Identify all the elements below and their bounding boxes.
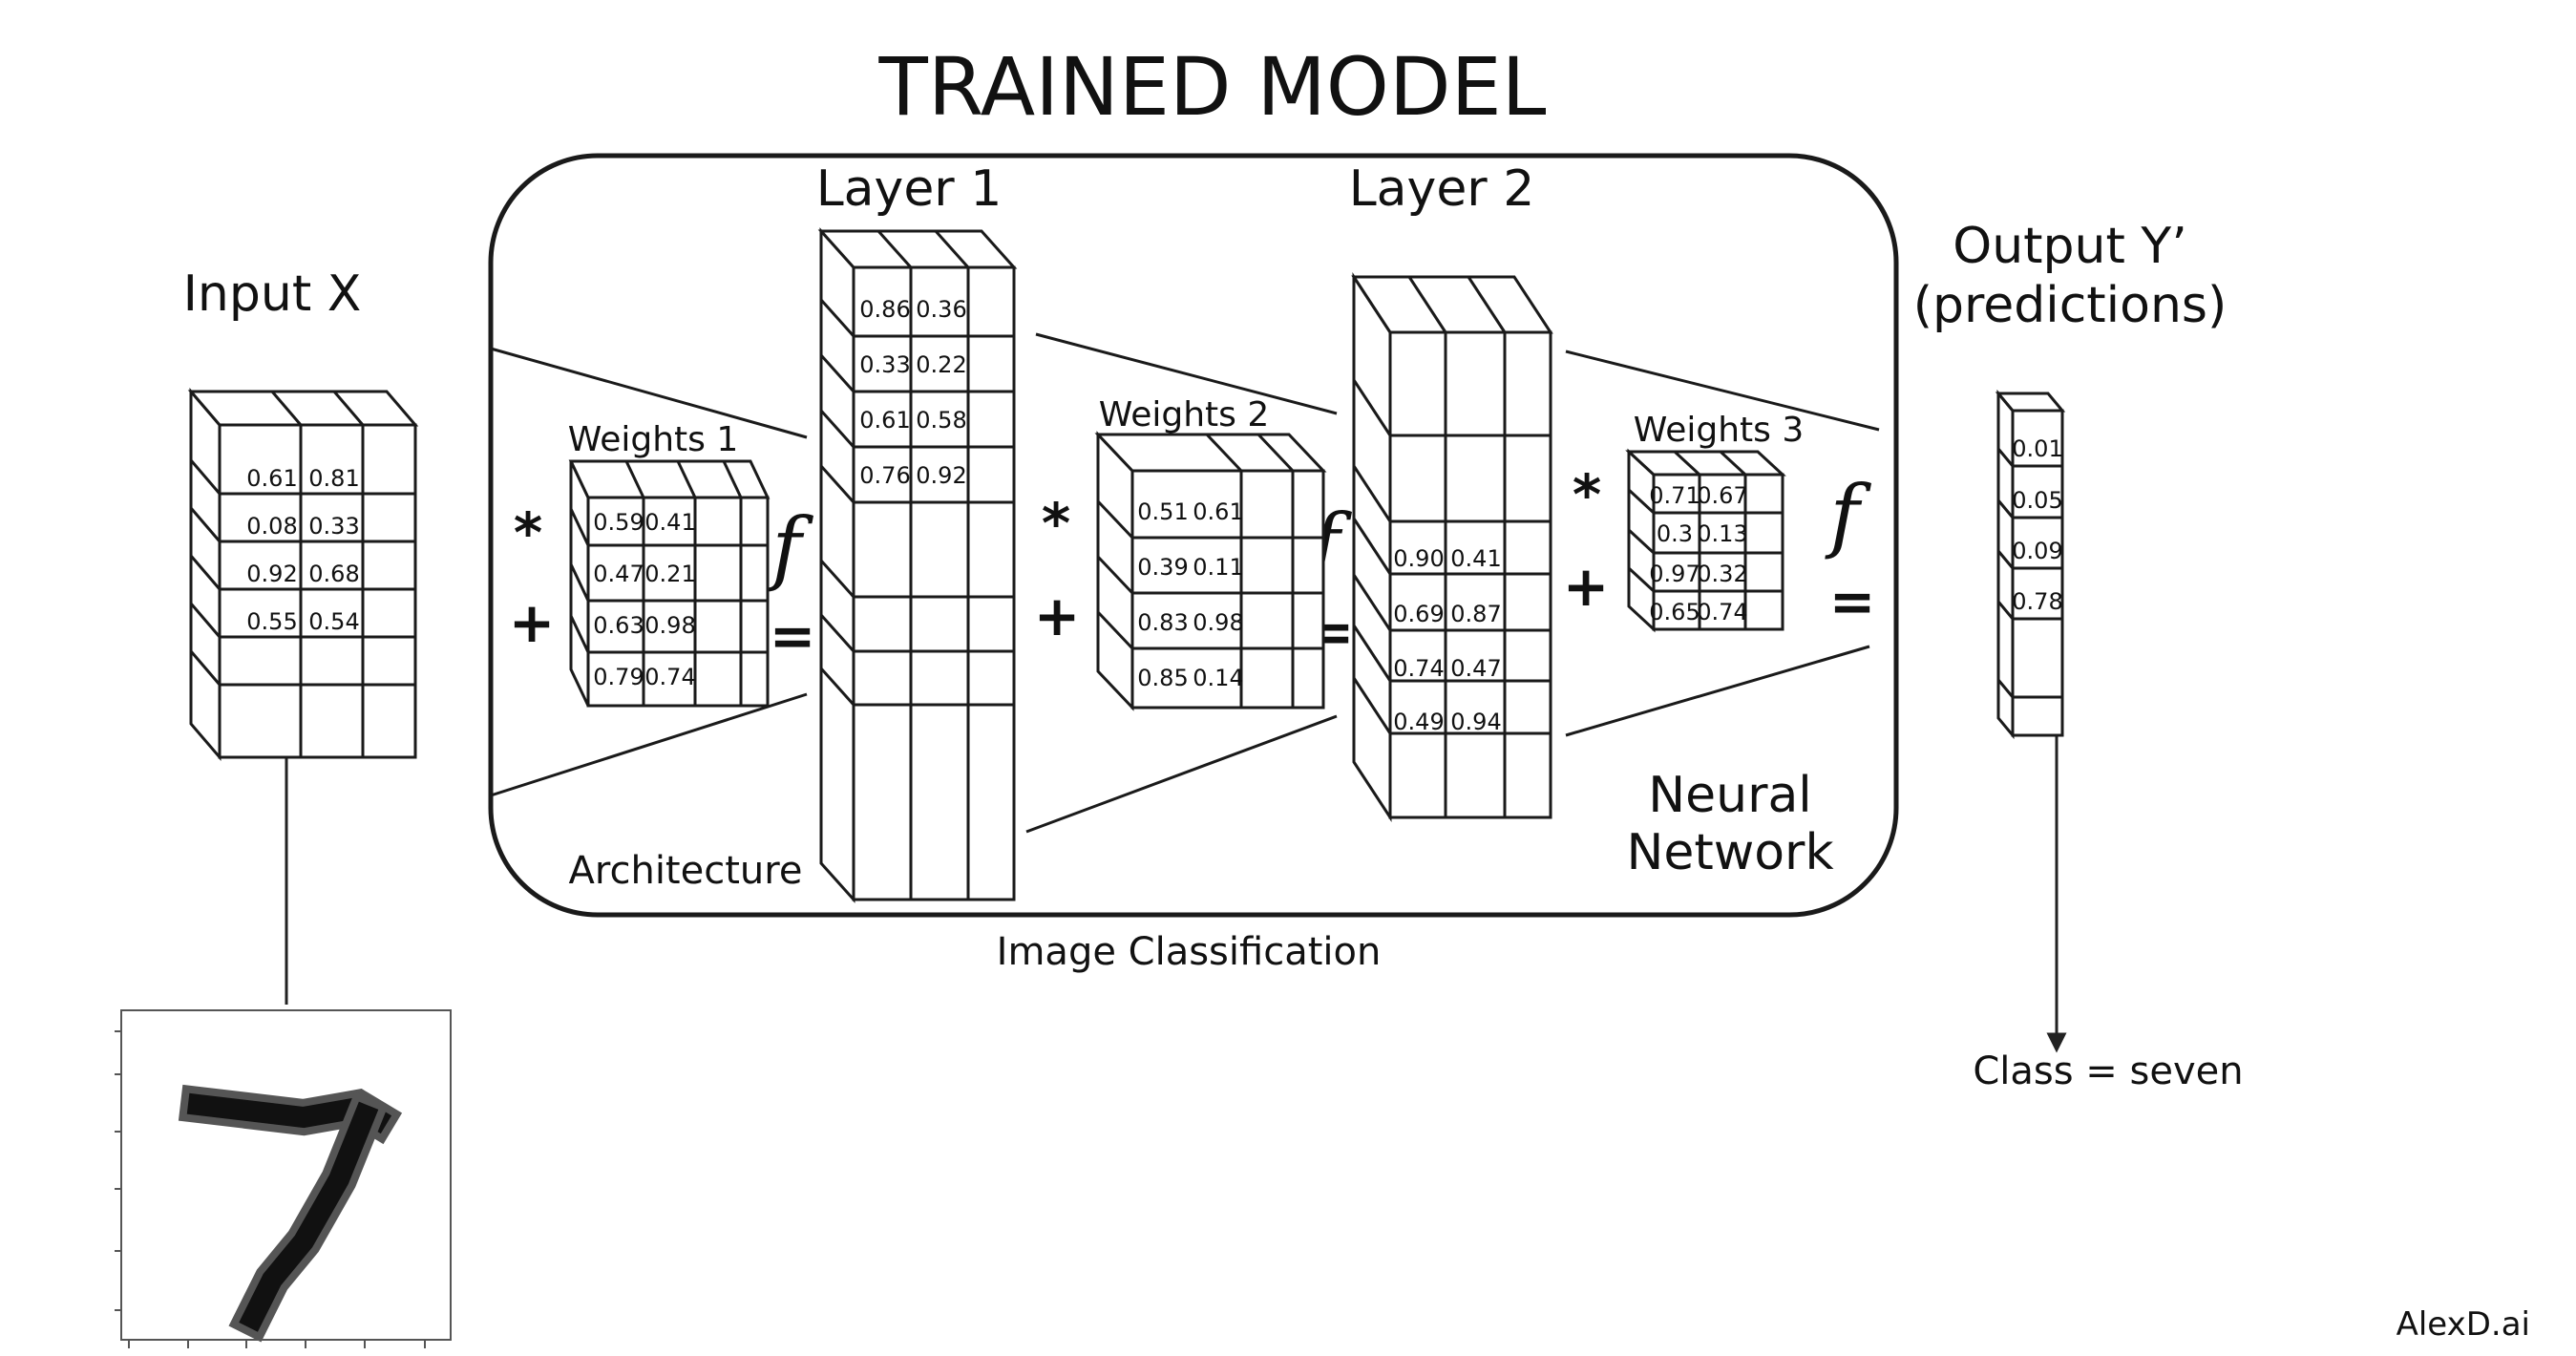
weights3-matrix-value: 0.13 (1697, 520, 1747, 547)
output-vector-value: 0.05 (2012, 487, 2062, 514)
activation-function-1: f (766, 500, 813, 594)
weights3-matrix-value: 0.97 (1649, 561, 1700, 587)
network-label-line1: Neural (1648, 767, 1812, 824)
input-matrix-value: 0.68 (308, 561, 359, 587)
diagram-title: TRAINED MODEL (878, 40, 1547, 134)
digit-seven-image (115, 1009, 452, 1348)
layer2-matrix-value: 0.87 (1450, 601, 1501, 627)
layer2-matrix-value: 0.94 (1450, 709, 1501, 735)
weights2-matrix-value: 0.85 (1137, 665, 1188, 691)
weights3-label: Weights 3 (1634, 411, 1805, 450)
weights3-matrix-value: 0.74 (1697, 599, 1747, 625)
input-matrix-value: 0.81 (308, 465, 359, 492)
weights1-matrix-value: 0.47 (593, 561, 644, 587)
input-matrix-value: 0.54 (308, 608, 359, 635)
weights2-matrix-value: 0.14 (1193, 665, 1243, 691)
layer1-matrix-value: 0.33 (859, 351, 910, 378)
input-matrix-value: 0.92 (246, 561, 297, 587)
multiply-operator-3: * (1573, 462, 1601, 527)
output-vector: 0.01 0.05 0.09 0.78 (1995, 389, 2066, 740)
weights2-matrix-value: 0.61 (1193, 498, 1243, 525)
image-classification-caption: Image Classification (997, 930, 1382, 974)
weights2-matrix-value: 0.83 (1137, 609, 1188, 636)
layer2-matrix-value: 0.90 (1393, 545, 1444, 572)
input-matrix-value: 0.33 (308, 513, 359, 540)
weights3-matrix-value: 0.71 (1649, 482, 1700, 509)
weights2-matrix-value: 0.11 (1193, 554, 1243, 581)
weights1-matrix-value: 0.41 (644, 509, 695, 536)
weights2-label: Weights 2 (1099, 395, 1270, 434)
input-matrix: 0.61 0.81 0.08 0.33 0.92 0.68 0.55 0.54 (187, 387, 419, 762)
add-operator-2: + (1034, 583, 1081, 648)
output-vector-value: 0.09 (2012, 538, 2062, 564)
layer2-label: Layer 2 (1349, 160, 1535, 218)
multiply-operator-1: * (514, 500, 542, 565)
input-matrix-value: 0.61 (246, 465, 297, 492)
model-container (488, 153, 1899, 918)
weights1-label: Weights 1 (568, 420, 739, 459)
weights2-matrix-value: 0.98 (1193, 609, 1243, 636)
layer1-matrix-value: 0.36 (916, 296, 966, 323)
layer2-matrix-value: 0.41 (1450, 545, 1501, 572)
activation-function-3: f (1824, 468, 1871, 561)
equals-operator-3: = (1829, 569, 1876, 634)
multiply-operator-2: * (1042, 491, 1070, 556)
weights3-matrix-value: 0.65 (1649, 599, 1700, 625)
layer2-matrix-value: 0.69 (1393, 601, 1444, 627)
layer2-matrix-value: 0.74 (1393, 655, 1444, 682)
weights1-matrix-value: 0.21 (644, 561, 695, 587)
weights3-matrix-value: 0.3 (1657, 520, 1693, 547)
output-vector-value: 0.78 (2012, 588, 2062, 615)
weights2-matrix-value: 0.39 (1137, 554, 1188, 581)
layer1-matrix-value: 0.22 (916, 351, 966, 378)
layer1-matrix-value: 0.76 (859, 462, 910, 489)
weights1-matrix-value: 0.98 (644, 612, 695, 639)
output-label-line2: (predictions) (1913, 277, 2228, 334)
layer1-matrix-value: 0.58 (916, 407, 966, 434)
layer2-matrix-value: 0.49 (1393, 709, 1444, 735)
input-label: Input X (183, 265, 362, 323)
layer1-matrix-value: 0.92 (916, 462, 966, 489)
architecture-label: Architecture (569, 849, 803, 893)
signature: AlexD.ai (2397, 1305, 2530, 1344)
input-matrix-value: 0.55 (246, 608, 297, 635)
add-operator-1: + (509, 590, 556, 655)
layer1-label: Layer 1 (816, 160, 1003, 218)
output-label-line1: Output Y’ (1953, 218, 2186, 275)
input-matrix-value: 0.08 (246, 513, 297, 540)
class-label: Class = seven (1973, 1049, 2243, 1093)
equals-operator-1: = (770, 604, 816, 668)
weights1-matrix-value: 0.79 (593, 664, 644, 690)
weights1-matrix-value: 0.74 (644, 664, 695, 690)
funnel-lines (490, 332, 1880, 834)
layer1-matrix-value: 0.86 (859, 296, 910, 323)
layer2-matrix-value: 0.47 (1450, 655, 1501, 682)
weights1-matrix-value: 0.59 (593, 509, 644, 536)
network-label-line2: Network (1626, 824, 1833, 881)
weights3-matrix-value: 0.32 (1697, 561, 1747, 587)
add-operator-3: + (1563, 554, 1610, 619)
output-vector-value: 0.01 (2012, 435, 2062, 462)
weights3-matrix-value: 0.67 (1697, 482, 1747, 509)
layer1-matrix-value: 0.61 (859, 407, 910, 434)
weights2-matrix-value: 0.51 (1137, 498, 1188, 525)
weights1-matrix-value: 0.63 (593, 612, 644, 639)
